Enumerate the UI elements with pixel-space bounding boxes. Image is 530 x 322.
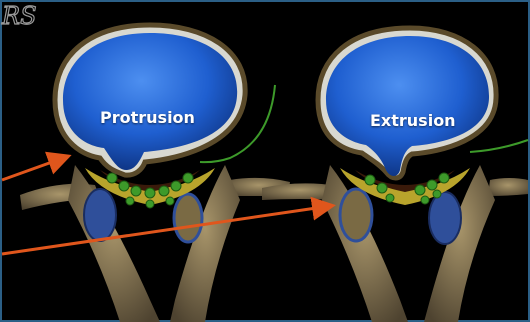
vertebra-extrusion: [262, 28, 528, 322]
label-extrusion: Extrusion: [370, 111, 456, 130]
facet-left-2: [340, 189, 372, 241]
label-protrusion: Protrusion: [100, 108, 195, 127]
facet-right: [174, 194, 202, 242]
arrow-to-extrusion: [2, 206, 330, 254]
transverse-process-right-2: [488, 178, 528, 196]
facet-left: [84, 189, 116, 241]
nerve-fiber-right: [470, 140, 528, 152]
rs-watermark-logo: RS: [0, 0, 46, 30]
facet-right-2: [429, 192, 461, 244]
vertebra-protrusion: [20, 25, 290, 322]
arrow-to-protrusion: [2, 157, 66, 180]
svg-text:RS: RS: [1, 2, 37, 30]
